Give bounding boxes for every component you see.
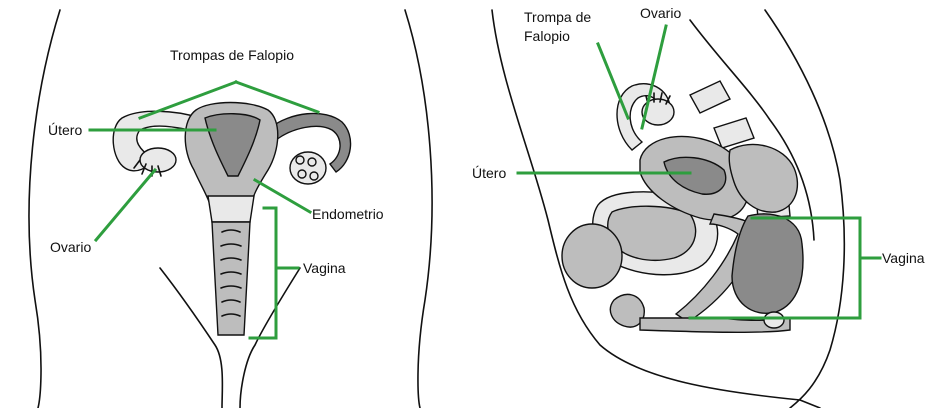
label-fallopian-tube-side-1: Trompa de (524, 9, 591, 25)
front-vagina (212, 222, 250, 335)
front-follicle-2 (308, 158, 316, 166)
label-ovary-side: Ovario (640, 5, 681, 21)
label-fallopian-tube-side-2: Falopio (524, 28, 570, 44)
front-follicle-4 (310, 172, 318, 180)
label-uterus-front: Útero (48, 122, 82, 138)
side-labia (610, 294, 644, 327)
side-rectum (732, 214, 803, 313)
front-body-outline-right (405, 10, 432, 408)
front-follicle-3 (298, 170, 306, 178)
label-vagina-side: Vagina (882, 250, 925, 266)
leader-tube-side (598, 44, 628, 118)
leader-ovary (96, 170, 155, 240)
label-vagina-front: Vagina (303, 260, 346, 276)
front-cervix (208, 196, 254, 222)
label-uterus-side: Útero (472, 165, 506, 181)
label-ovary-front: Ovario (50, 239, 91, 255)
label-endometrium: Endometrio (312, 206, 384, 222)
front-follicle-1 (296, 156, 304, 164)
front-ovary-right (290, 152, 326, 184)
front-thigh-line-left (160, 268, 222, 408)
side-view (492, 10, 844, 408)
bracket-vagina-front (250, 208, 276, 338)
label-fallopian-tubes: Trompas de Falopio (170, 47, 294, 63)
side-pubic-bone (562, 224, 622, 288)
front-body-outline (29, 10, 60, 408)
side-anus (764, 312, 784, 328)
